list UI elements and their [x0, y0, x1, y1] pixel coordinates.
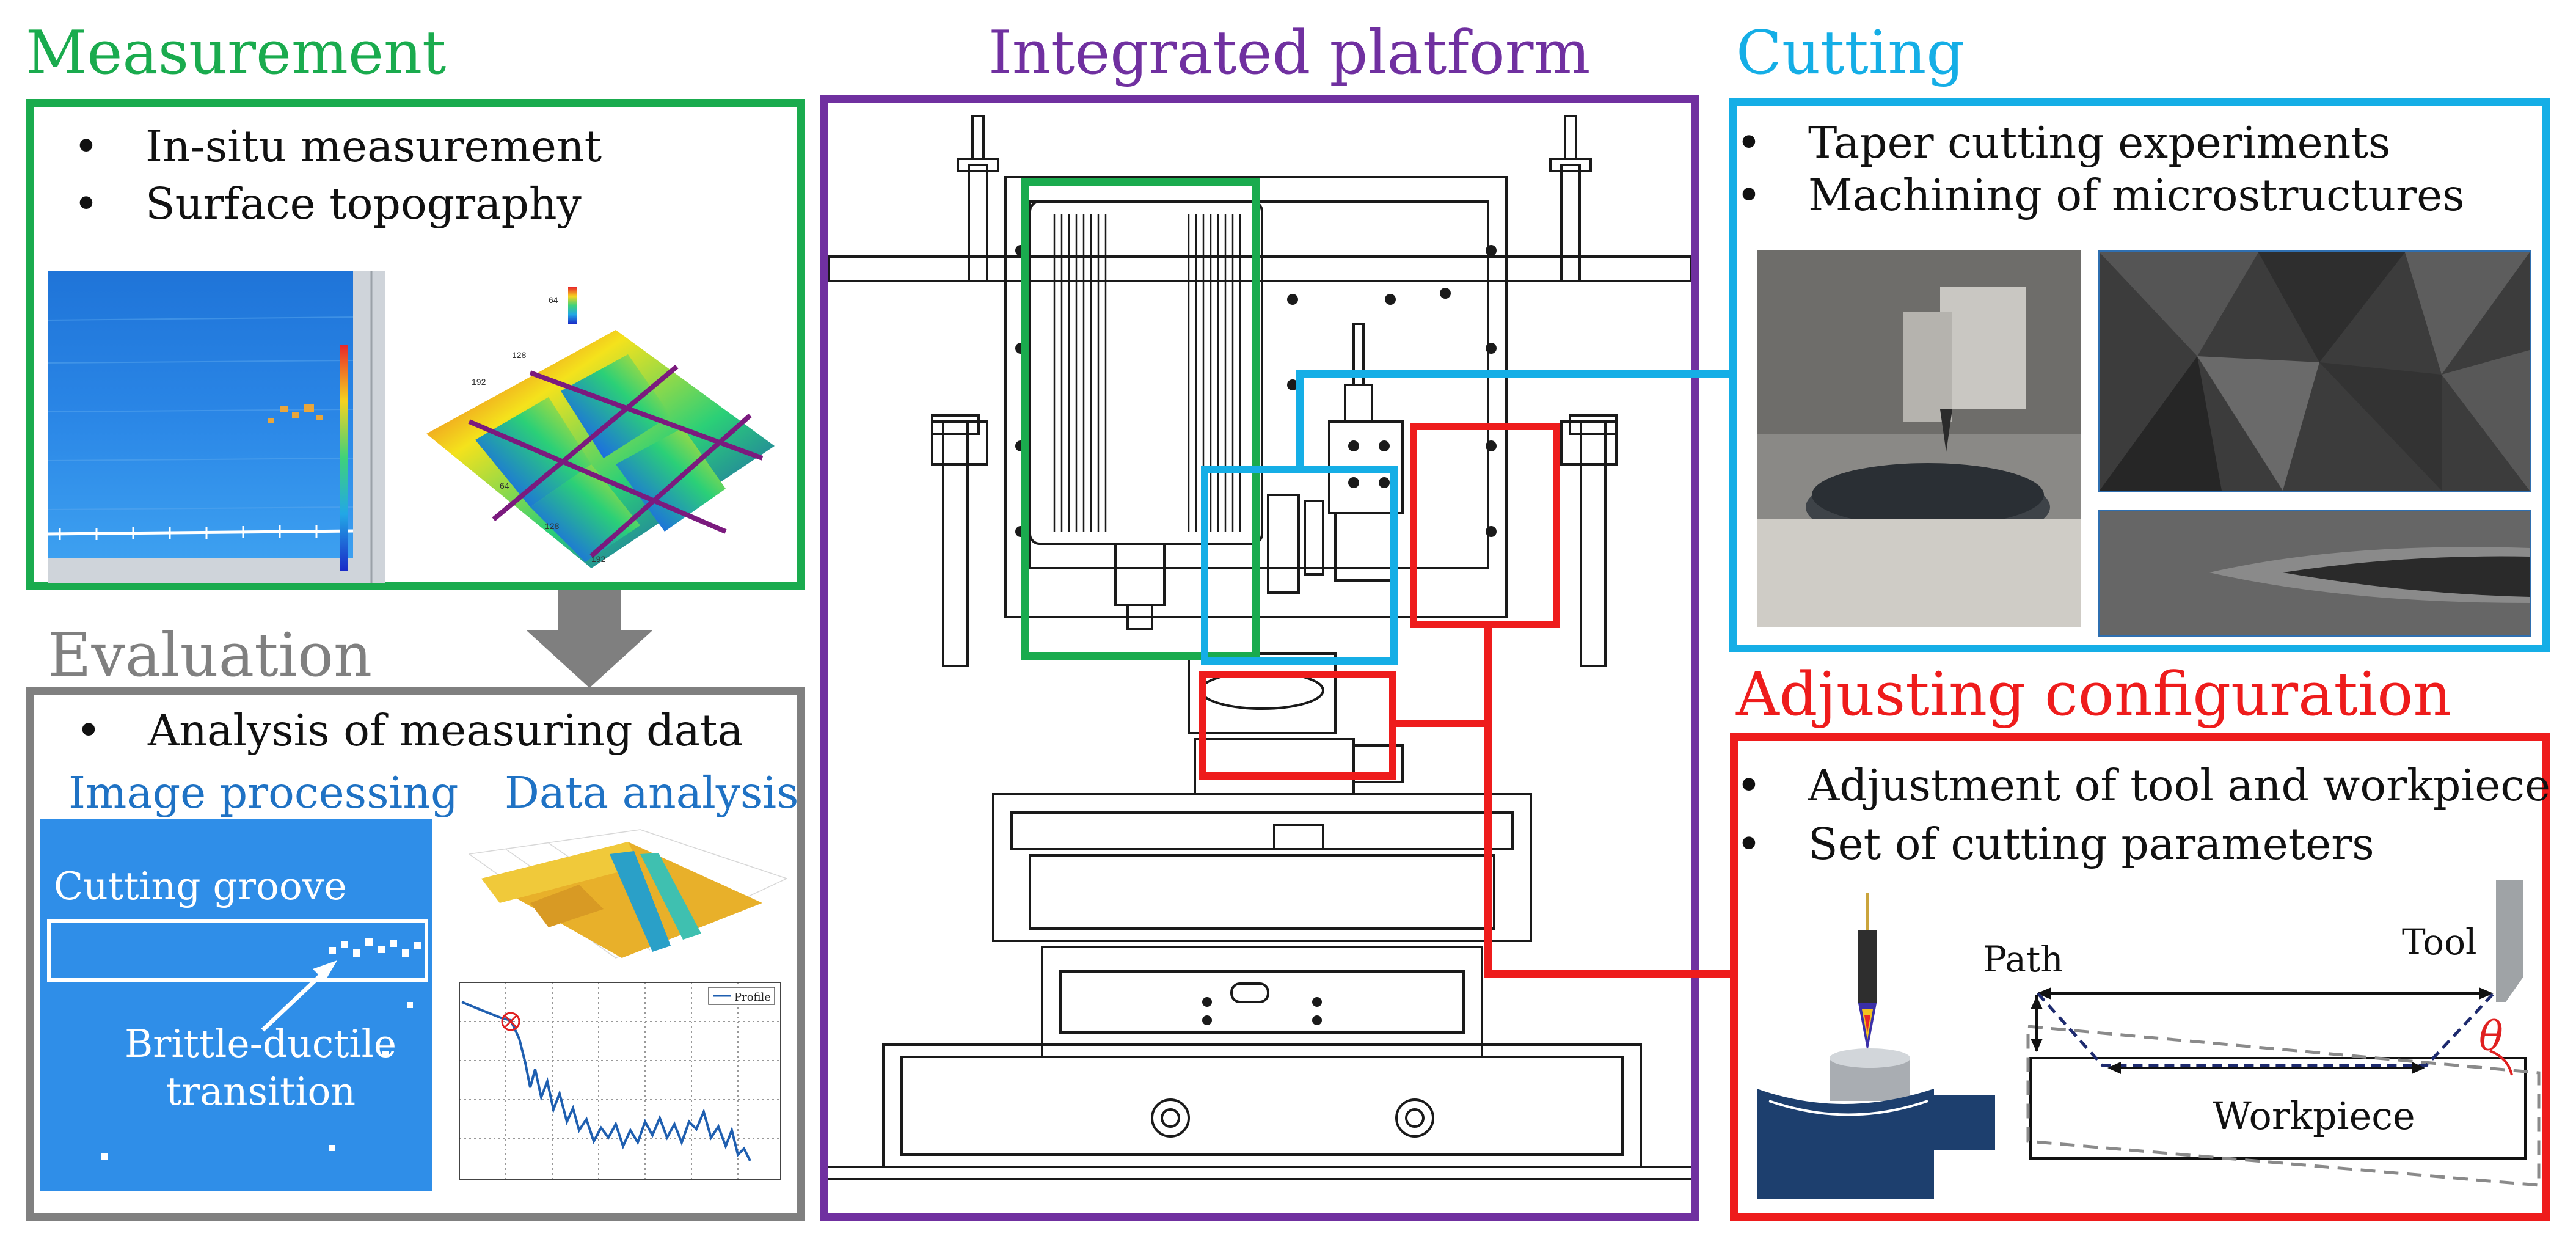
cutting-groove-label: Cutting groove: [54, 864, 347, 908]
measurement-title: Measurement: [26, 18, 447, 88]
groove-image-processing-image: Cutting groove Brittle-ductile transitio…: [40, 819, 432, 1191]
profile-legend-label: Profile: [734, 991, 771, 1004]
adjusting-title: Adjusting configuration: [1736, 660, 2452, 729]
adjusting-bullet-1: Adjustment of tool and workpiece: [1736, 764, 2550, 807]
topography-scan-image: [48, 271, 385, 583]
tool-label: Tool: [2402, 921, 2477, 963]
adjusting-panel: [1730, 733, 2550, 1221]
taper-cutting-photo: [1757, 250, 2081, 627]
data-analysis-surface-image: [457, 817, 792, 973]
cutting-bullet-1: Taper cutting experiments: [1736, 121, 2390, 164]
cutting-panel: [1729, 98, 2550, 652]
cutting-title: Cutting: [1736, 18, 1965, 88]
svg-text:64: 64: [549, 295, 558, 305]
svg-text:64: 64: [500, 481, 509, 491]
microstructure-top-photo: [2098, 250, 2531, 492]
transition-label-line1: Brittle-ductile: [125, 1022, 396, 1066]
image-processing-label: Image processing: [68, 767, 459, 818]
workpiece-label: Workpiece: [2213, 1094, 2415, 1138]
profile-line-chart: Profile: [452, 978, 787, 1193]
measurement-bullet-1: In-situ measurement: [73, 125, 602, 168]
svg-text:128: 128: [512, 350, 527, 360]
svg-text:192: 192: [472, 377, 486, 387]
measurement-panel: [26, 99, 805, 590]
down-arrow-icon: [527, 590, 652, 688]
evaluation-bullet-1: Analysis of measuring data: [76, 709, 743, 752]
tool-workpiece-model: [1757, 893, 1995, 1199]
cutting-bullet-2: Machining of microstructures: [1736, 174, 2464, 217]
taper-cutting-schematic: [2026, 880, 2541, 1187]
svg-text:128: 128: [545, 521, 560, 531]
evaluation-title: Evaluation: [48, 621, 373, 690]
pyramid-topography-3d-image: 64 192 128 64 128 192: [408, 263, 787, 580]
brittle-groove-photo: [2098, 510, 2531, 637]
transition-label-line2: transition: [166, 1069, 356, 1114]
evaluation-panel: [26, 687, 805, 1221]
measurement-highlight-box: [1021, 178, 1260, 660]
platform-title: Integrated platform: [988, 18, 1591, 88]
adjusting-highlight-box-table: [1199, 671, 1396, 780]
svg-text:192: 192: [591, 554, 606, 564]
measurement-bullet-2: Surface topography: [73, 182, 582, 225]
adjusting-bullet-2: Set of cutting parameters: [1736, 822, 2374, 866]
path-label: Path: [1983, 938, 2063, 980]
theta-label: θ: [2479, 1013, 2503, 1060]
adjusting-highlight-box-probe: [1410, 423, 1560, 628]
data-analysis-label: Data analysis: [505, 767, 799, 818]
